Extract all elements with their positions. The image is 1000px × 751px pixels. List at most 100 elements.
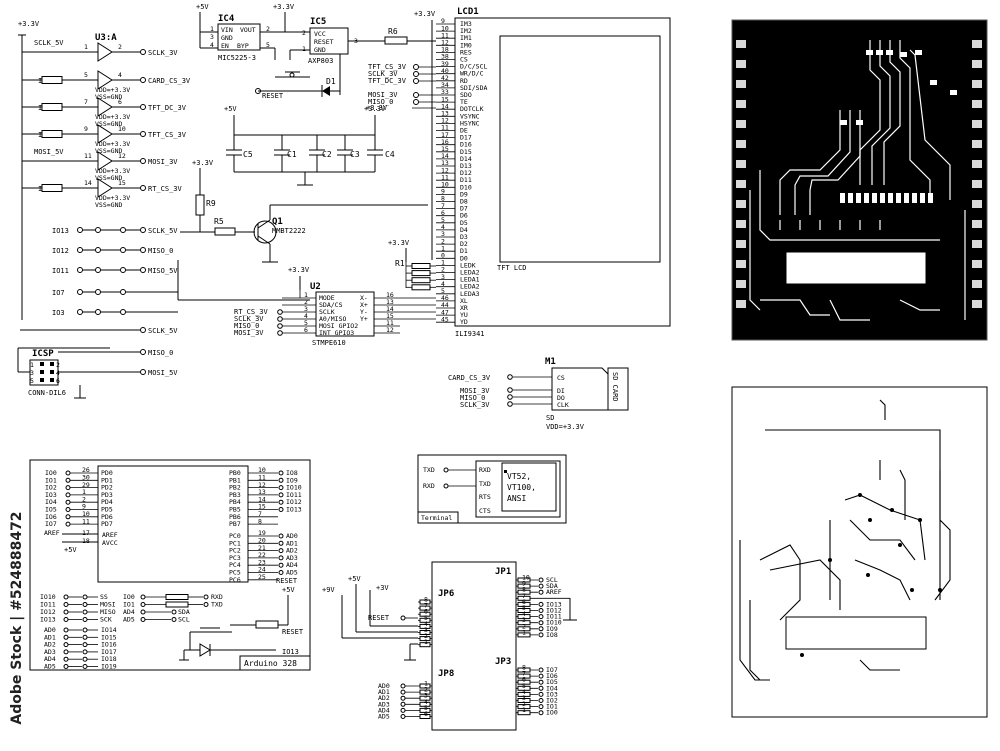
u3-output-net: RT_CS_3V — [148, 185, 183, 193]
arduino-spi-name: SS — [100, 593, 108, 601]
lcd-pin-number: 11 — [441, 124, 449, 132]
arduino-pc-io: AD4 — [286, 561, 298, 569]
arduino-analog-left: AD4 — [44, 655, 56, 663]
jp6-pin-number: 5 — [424, 614, 428, 622]
pcb-edge-pad — [736, 240, 746, 248]
arduino-left-io: IO3 — [45, 491, 57, 499]
lcd-pin-number: 1 — [441, 244, 445, 252]
icsp-pin-number: 1 — [30, 361, 34, 369]
terminal-right-pin: RXD — [479, 466, 491, 474]
jumper-left-net: IO12 — [52, 247, 69, 255]
u3-pin-in: 7 — [84, 98, 88, 106]
lcd-pin-name: IM1 — [460, 34, 472, 42]
u3-pin-out: 2 — [118, 43, 122, 51]
lcd-pin-number: 38 — [441, 53, 449, 61]
jp3-net: IO3 — [546, 690, 558, 698]
jp3-net: IO5 — [546, 678, 558, 686]
arduino-left-io: IO5 — [45, 506, 57, 514]
m1-side-text: SD CARD — [611, 372, 619, 402]
lcd-pin-number: 11 — [441, 31, 449, 39]
arduino-pb-io: IO13 — [286, 506, 302, 514]
u3-output-net: TFT_DC_3V — [148, 104, 187, 112]
u3-pin-in: 5 — [84, 71, 88, 79]
reset-net: RESET — [282, 628, 304, 636]
lcd-pin-name: IM3 — [460, 20, 472, 28]
arduino-serial-io: IO1 — [123, 601, 135, 609]
lcd-pin-number: 10 — [441, 181, 449, 189]
pcb-bottom-trace — [934, 470, 951, 601]
jp1-net: AREF — [546, 588, 562, 596]
hdr-supply-3v: +3V — [376, 584, 389, 592]
lcd-pin-number: 18 — [441, 46, 449, 54]
buffer-symbol — [97, 151, 113, 171]
arduino-analog-right: IO18 — [101, 655, 117, 663]
u3-pin-out: 12 — [118, 152, 126, 160]
jumper-right-net: SCLK_5V — [148, 227, 178, 235]
u3-vdd-label: VDD=+3.3V — [95, 86, 130, 94]
ic5-pin-vcc: VCC — [314, 30, 326, 38]
lcd-pin-name: D/C/SCL — [460, 63, 487, 71]
icsp-pin-number: 2 — [56, 361, 60, 369]
jp3-pin-number: 8 — [522, 664, 526, 672]
terminal-line-1: VT52, — [507, 472, 531, 481]
pcb-pad — [864, 193, 869, 203]
u3-pin-out: 6 — [118, 98, 122, 106]
icsp-pin-number: 5 — [30, 377, 34, 385]
pcb-edge-pad — [972, 160, 982, 168]
u2-pin-num-right: 11 — [386, 319, 394, 327]
u3-pin-in: 14 — [84, 179, 92, 187]
jp1-pin-number: 5 — [522, 604, 526, 612]
lcd-pin-number: 46 — [441, 294, 449, 302]
io13-net: IO13 — [282, 648, 299, 656]
lcd-pin-number: 47 — [441, 308, 449, 316]
pcb-bottom-via — [910, 588, 914, 592]
arduino-analog-left: AD0 — [44, 626, 56, 634]
terminal-line-2: VT100, — [507, 483, 536, 492]
sd-pin-name: CLK — [557, 401, 569, 409]
u3-vss-label: VSS=GND — [95, 201, 122, 209]
arduino-pb-io: IO9 — [286, 476, 298, 484]
watermark-text: Adobe Stock | #524888472 — [9, 511, 25, 725]
lcd-net-label: TFT_DC_3V — [368, 77, 407, 85]
jumper-left-net: IO13 — [52, 227, 69, 235]
icsp-pin-number: 4 — [56, 369, 60, 377]
arduino-pc-pin: PC6 — [229, 576, 241, 584]
lcd-pin-name: LEDA2 — [460, 269, 480, 277]
u2-supply: +3.3V — [288, 266, 310, 274]
arduino-spi-io: IO11 — [40, 601, 56, 609]
lcd-pin-number: 1 — [441, 259, 445, 267]
lcd-supply-label: +3.3V — [414, 10, 436, 18]
ic5-num-2: 2 — [302, 29, 306, 37]
lcd-pin-name: D17 — [460, 134, 472, 142]
arduino-left-io: IO4 — [45, 498, 57, 506]
pcb-smd-part — [915, 50, 922, 55]
reset-net-label: RESET — [262, 92, 284, 100]
ic4-supply-label: +5V — [196, 3, 209, 11]
jumper-sclk-net: SCLK_5V — [148, 327, 178, 335]
lcd-pin-number: 12 — [441, 39, 449, 47]
u2-pin-num-left: 3 — [304, 305, 308, 313]
lcd-pin-number: 3 — [441, 230, 445, 238]
pcb-edge-pad — [736, 60, 746, 68]
jp6-pin-number: 4 — [424, 620, 428, 628]
terminal-right-pin: CTS — [479, 507, 491, 515]
u2-pin-left: SCLK — [319, 308, 335, 316]
arduino-left-num: 1 — [82, 488, 86, 496]
arduino-analog-left: AD3 — [44, 648, 56, 656]
pcb-pad — [840, 193, 845, 203]
pcb-bottom-render — [731, 386, 988, 718]
arduino-pb-io: IO10 — [286, 484, 302, 492]
pcb-trace — [760, 299, 830, 316]
arduino-pb-io: IO12 — [286, 498, 302, 506]
pcb-pad — [920, 193, 925, 203]
pcb-edge-pad — [972, 220, 982, 228]
lcd-pin-name: SDI/SDA — [460, 84, 487, 92]
lcd-pin-name: D0 — [460, 254, 468, 262]
lcd-pin-name: D7 — [460, 205, 468, 213]
u2-pin-num-right: 14 — [386, 305, 394, 313]
terminal-right-pin: TXD — [479, 480, 491, 488]
u3-output-net: TFT_CS_3V — [148, 131, 187, 139]
arduino-serial-net: TXD — [211, 601, 223, 609]
